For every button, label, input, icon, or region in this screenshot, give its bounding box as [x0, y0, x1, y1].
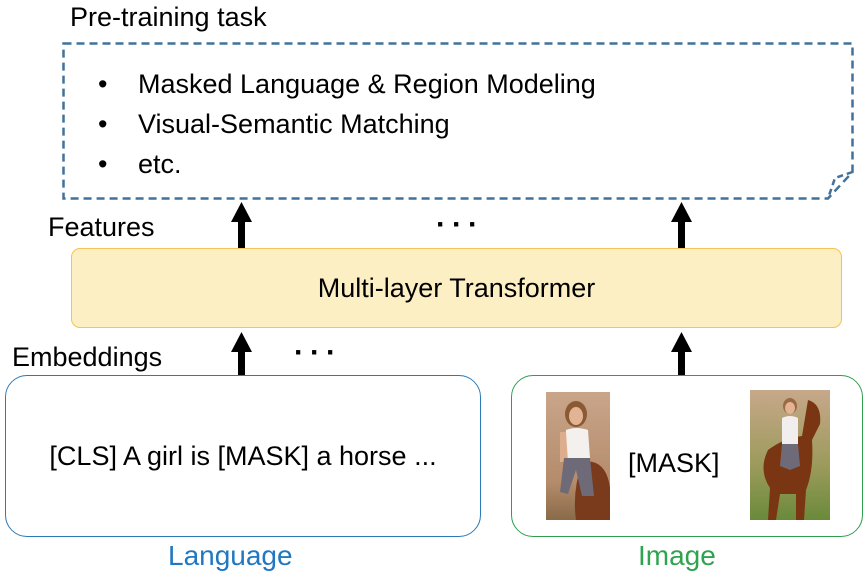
image-region-horse-photo — [750, 390, 830, 520]
pretrain-task-box: • Masked Language & Region Modeling • Visu… — [62, 42, 854, 200]
dashed-note-outline — [62, 42, 854, 200]
language-input-text: [CLS] A girl is [MASK] a horse ... — [49, 440, 437, 471]
task-item-label: Visual-Semantic Matching — [138, 109, 450, 139]
features-ellipsis: ··· — [436, 208, 484, 241]
bullet-glyph: • — [98, 149, 108, 179]
image-mask-token: [MASK] — [628, 448, 720, 478]
image-input-box: [MASK] — [511, 375, 863, 537]
embeddings-label: Embeddings — [12, 342, 163, 372]
task-item: • etc. — [98, 144, 596, 184]
pretrain-task-list: • Masked Language & Region Modeling • Visu… — [98, 64, 596, 184]
language-input-box: [CLS] A girl is [MASK] a horse ... — [5, 375, 481, 537]
arrow-up-icon — [671, 332, 692, 375]
features-label: Features — [48, 212, 155, 242]
task-item: • Visual-Semantic Matching — [98, 104, 596, 144]
embeddings-ellipsis: ··· — [294, 336, 342, 369]
image-caption: Image — [638, 540, 716, 571]
bullet-glyph: • — [98, 69, 108, 99]
pretrain-title: Pre-training task — [70, 2, 267, 32]
task-item-label: etc. — [138, 149, 182, 179]
task-item: • Masked Language & Region Modeling — [98, 64, 596, 104]
arrow-up-icon — [671, 202, 692, 248]
task-item-label: Masked Language & Region Modeling — [138, 69, 596, 99]
arrow-up-icon — [231, 332, 252, 375]
image-region-girl-photo — [546, 392, 610, 520]
bullet-glyph: • — [98, 109, 108, 139]
language-caption: Language — [168, 540, 293, 571]
arrow-up-icon — [231, 202, 252, 248]
transformer-label: Multi-layer Transformer — [317, 272, 596, 303]
transformer-block: Multi-layer Transformer — [71, 248, 842, 328]
